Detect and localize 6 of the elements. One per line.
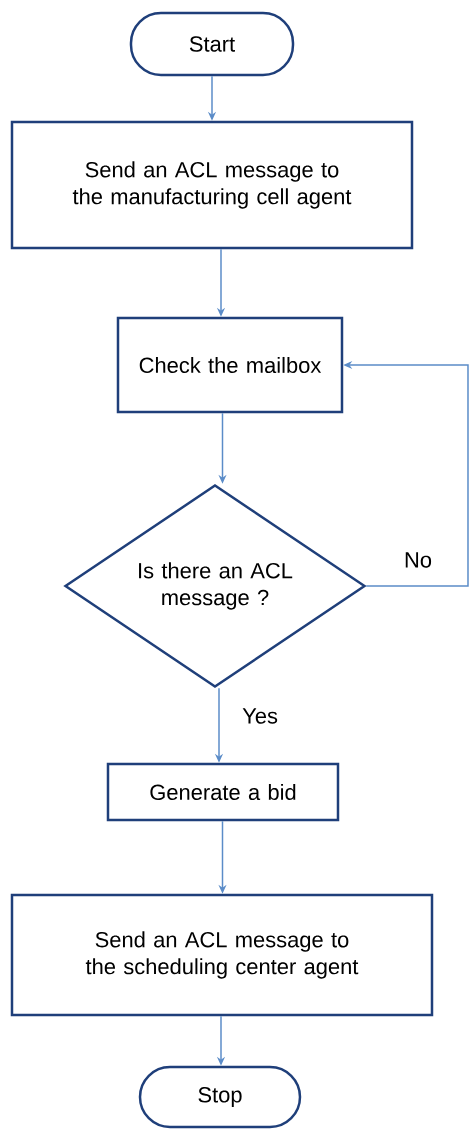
process-box: Generate a bid xyxy=(106,762,340,822)
edge-label: Yes xyxy=(240,706,280,726)
edge-label: No xyxy=(402,550,434,570)
process-box: Check the mailbox xyxy=(116,316,344,414)
process-box: Send an ACL message to the manufacturing cell agent xyxy=(10,120,414,250)
process-box: Send an ACL message to the scheduling center agent xyxy=(10,893,434,1017)
